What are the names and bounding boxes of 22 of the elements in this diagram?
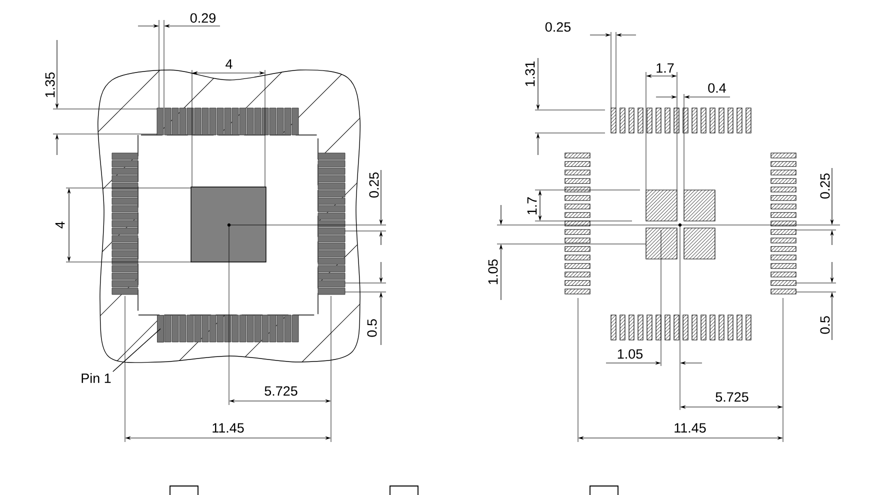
dimension-label: 4: [226, 59, 232, 69]
dimension-label: 1.35: [45, 72, 55, 98]
dimension-label: 1.7: [656, 63, 674, 73]
dimension-label: 1.05: [488, 259, 498, 284]
dimension-label: 0.4: [708, 83, 726, 93]
dimension-label: 0.5: [820, 316, 830, 334]
dimension-label: 1.31: [525, 62, 535, 86]
dimension-label: 11.45: [674, 423, 706, 433]
dimension-label: 0.25: [545, 22, 571, 32]
dimension-label: 0.25: [820, 173, 830, 199]
pin-label: Pin 1: [82, 373, 111, 383]
dimension-label: 5.725: [264, 386, 298, 396]
dimension-label: 0.25: [369, 172, 379, 198]
dimension-label: 0.5: [367, 319, 377, 337]
dimension-label: 11.45: [212, 423, 244, 433]
dimension-label: 0.29: [190, 13, 216, 23]
leader-line: [112, 328, 161, 372]
pin-pad: [157, 315, 164, 342]
dimension-label: 4: [55, 222, 65, 228]
dimension-label: 1.7: [527, 197, 537, 214]
dimension-label: 5.725: [716, 392, 748, 402]
dimension-label: 1.05: [618, 349, 643, 359]
